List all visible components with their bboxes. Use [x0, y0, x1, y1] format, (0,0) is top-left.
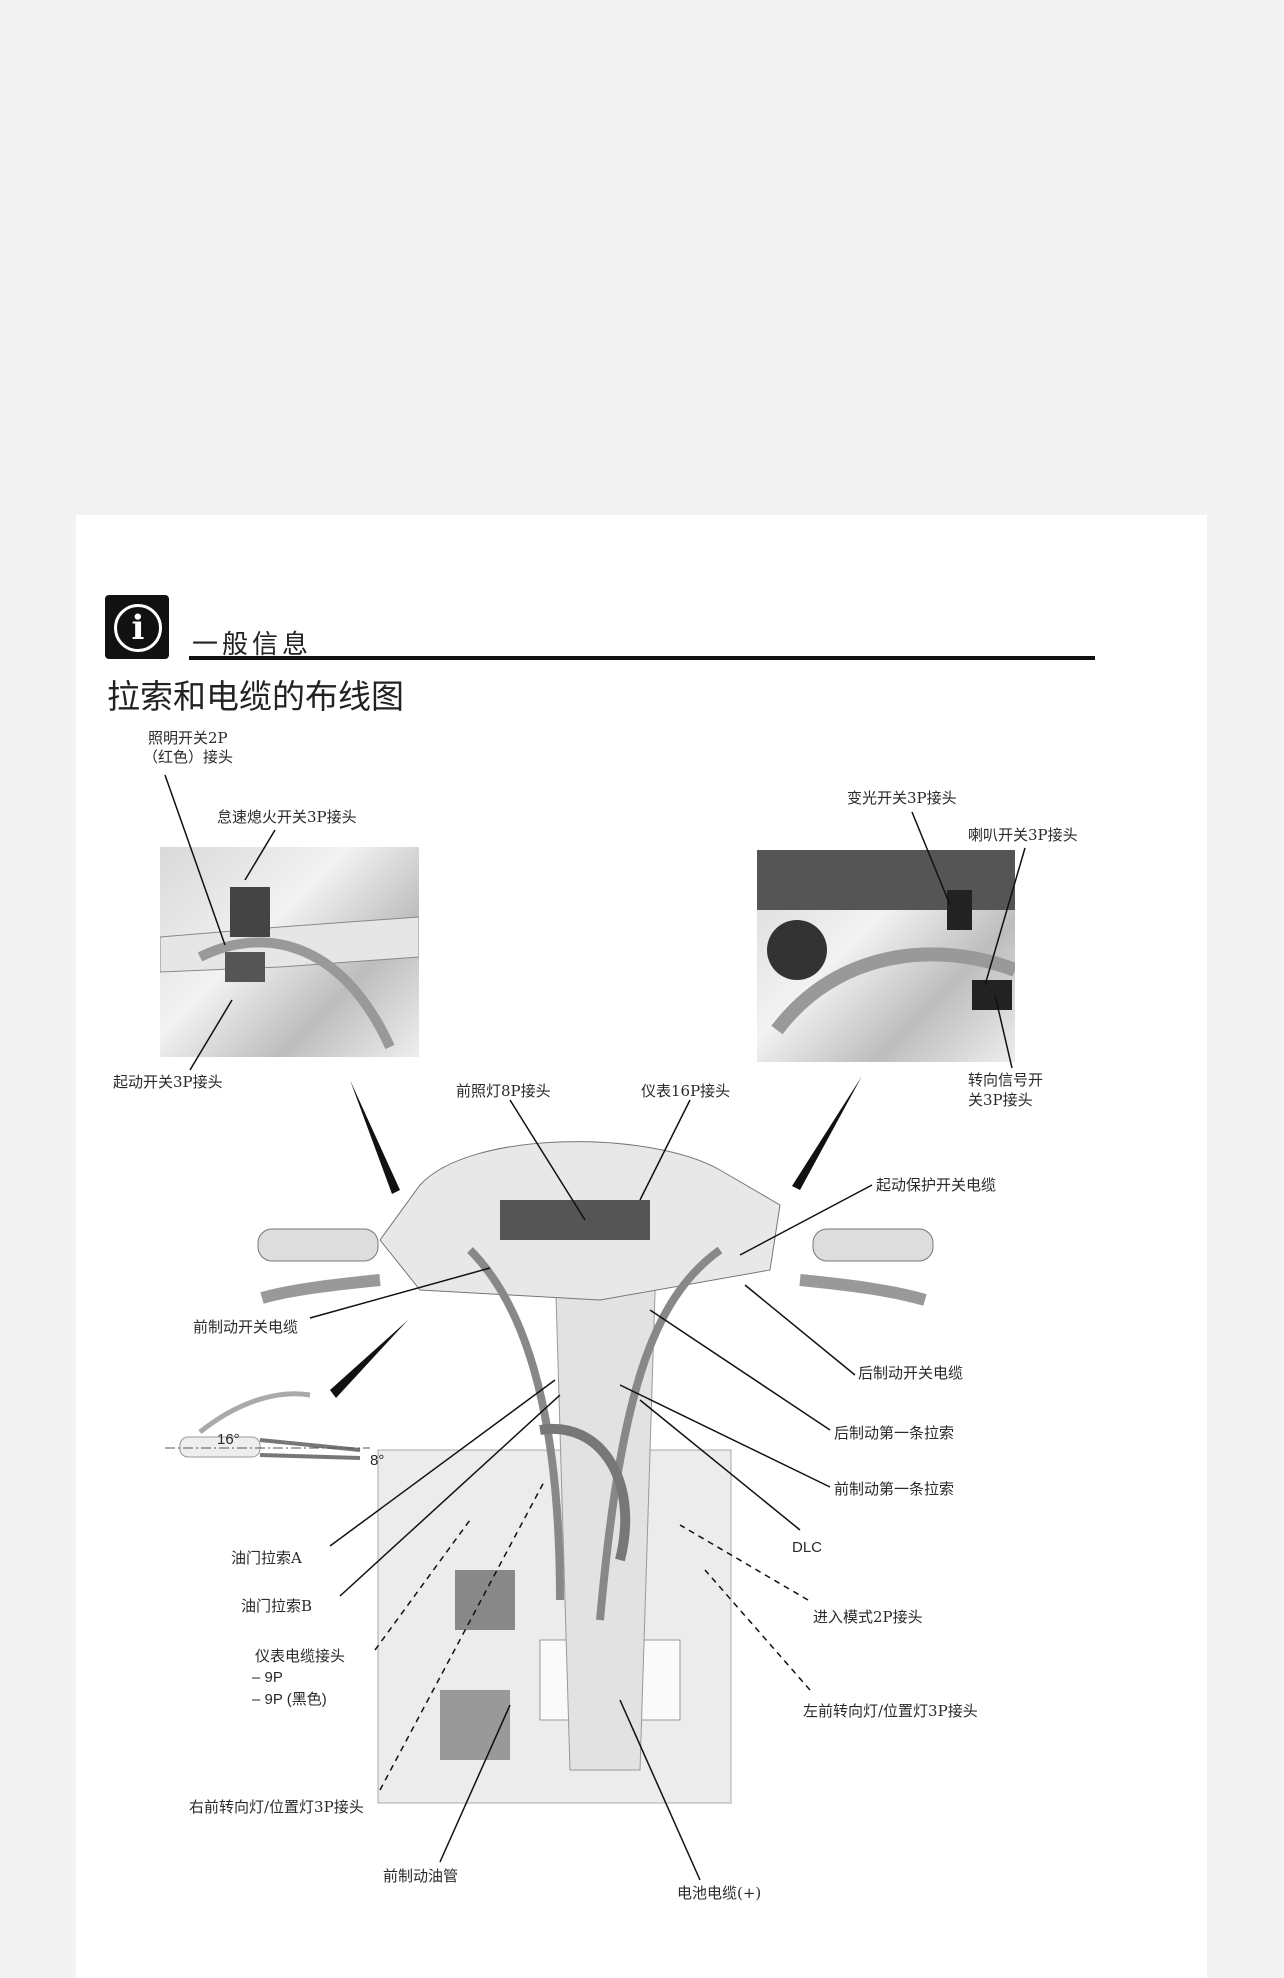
- label-rear-brake-cable: 后制动第一条拉索: [834, 1424, 955, 1442]
- label-meter-9p-black: – 9P (黑色): [252, 1691, 327, 1708]
- label-meter-cable: 仪表电缆接头: [255, 1647, 346, 1665]
- label-dlc: DLC: [792, 1539, 823, 1556]
- label-front-brake-hose: 前制动油管: [383, 1867, 459, 1885]
- page-title: 拉索和电缆的布线图: [107, 677, 404, 716]
- label-mode-2p: 进入模式2P接头: [813, 1608, 923, 1626]
- label-battery-cable: 电池电缆(+): [677, 1884, 762, 1902]
- label-angle-8: 8°: [370, 1452, 385, 1469]
- header-rule: [189, 656, 1095, 660]
- label-dimmer-switch: 变光开关3P接头: [847, 789, 957, 807]
- label-front-brake-cable: 前制动第一条拉索: [834, 1480, 955, 1498]
- label-throttle-b: 油门拉索B: [241, 1597, 313, 1615]
- label-turn-signal-switch: 转向信号开: [968, 1071, 1044, 1089]
- label-front-brake-switch: 前制动开关电缆: [193, 1318, 299, 1336]
- info-icon: i: [105, 595, 169, 659]
- label-headlight-connector: 前照灯8P接头: [456, 1082, 551, 1100]
- label-idle-stop-switch: 怠速熄火开关3P接头: [217, 808, 357, 826]
- label-starter-interlock: 起动保护开关电缆: [876, 1176, 997, 1194]
- label-lighting-switch-color: （红色）接头: [143, 748, 234, 766]
- right-switch-inset-image: [757, 850, 1015, 1062]
- label-meter-16p: 仪表16P接头: [641, 1082, 731, 1100]
- label-rear-brake-switch: 后制动开关电缆: [858, 1364, 964, 1382]
- label-right-turn-connector: 右前转向灯/位置灯3P接头: [189, 1798, 364, 1816]
- label-angle-16: 16°: [217, 1431, 240, 1448]
- label-throttle-a: 油门拉索A: [231, 1549, 302, 1567]
- label-meter-9p: – 9P: [252, 1669, 283, 1686]
- label-lighting-switch: 照明开关2P: [148, 729, 228, 747]
- label-left-turn-connector: 左前转向灯/位置灯3P接头: [803, 1702, 978, 1720]
- label-starter-switch: 起动开关3P接头: [113, 1073, 223, 1091]
- section-title: 一般信息: [192, 630, 313, 660]
- label-turn-signal-switch-2: 关3P接头: [968, 1091, 1033, 1109]
- label-horn-switch: 喇叭开关3P接头: [968, 826, 1078, 844]
